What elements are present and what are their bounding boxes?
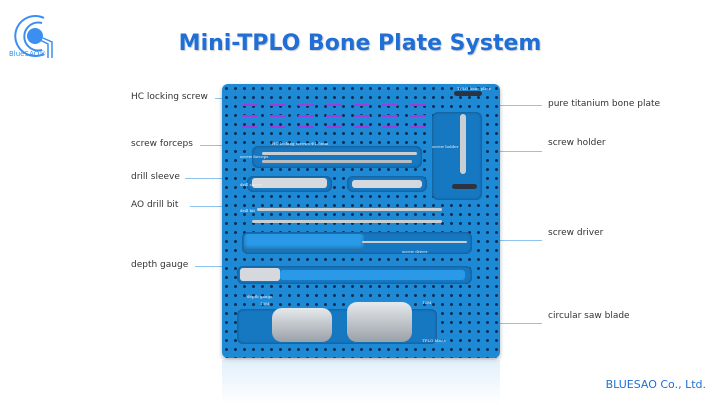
label-circular-saw-blade: circular saw blade (548, 311, 630, 321)
hc-locking-screw (270, 104, 286, 106)
hc-locking-screw (354, 126, 370, 128)
label-hc-locking-screw: HC locking screw (131, 92, 208, 102)
hc-locking-screw (298, 104, 314, 106)
hc-locking-screw (410, 115, 426, 117)
depth-gauge (240, 268, 280, 281)
hc-locking-screw (354, 115, 370, 117)
label-ao-drill-bit: AO drill bit (131, 200, 179, 210)
hc-locking-screw (382, 115, 398, 117)
hc-locking-screw (326, 126, 342, 128)
company-name: BLUESAO Co., Ltd. (605, 378, 706, 391)
drill-sleeve (252, 178, 327, 188)
label-drill-sleeve: drill sleeve (131, 172, 180, 182)
label-screw-driver: screw driver (548, 228, 604, 238)
hc-locking-screw (298, 126, 314, 128)
hc-locking-screw (270, 115, 286, 117)
hc-locking-screw (242, 115, 258, 117)
hc-locking-screw (354, 104, 370, 106)
screw-holder (460, 114, 466, 174)
drill-bit (257, 208, 442, 211)
saw-blade-10m (272, 308, 332, 342)
bone-plate (454, 91, 482, 96)
hc-locking-screw (382, 126, 398, 128)
hc-locking-screw (382, 104, 398, 106)
instrument-tray: HC locking screws Φ1.5mm screw forceps d… (222, 84, 500, 358)
screw-driver (244, 234, 364, 251)
hc-locking-screw (410, 126, 426, 128)
hc-locking-screw (242, 104, 258, 106)
hc-locking-screw (270, 126, 286, 128)
label-screw-forceps: screw forceps (131, 139, 193, 149)
page-title: Mini-TPLO Bone Plate System (178, 31, 542, 56)
bluesao-logo (6, 10, 66, 60)
hc-locking-screw (298, 115, 314, 117)
hc-locking-screw (326, 104, 342, 106)
screw-forceps (262, 152, 417, 155)
hc-locking-screw (242, 126, 258, 128)
label-titanium-bone-plate: pure titanium bone plate (548, 99, 661, 109)
hc-locking-screw (326, 115, 342, 117)
logo-text: BlueSAO® (9, 50, 47, 58)
hc-locking-screw (410, 104, 426, 106)
label-screw-holder: screw holder (548, 138, 606, 148)
label-depth-gauge: depth gauge (131, 260, 189, 270)
tray-reflection (222, 360, 500, 405)
saw-blade-12m (347, 302, 412, 342)
